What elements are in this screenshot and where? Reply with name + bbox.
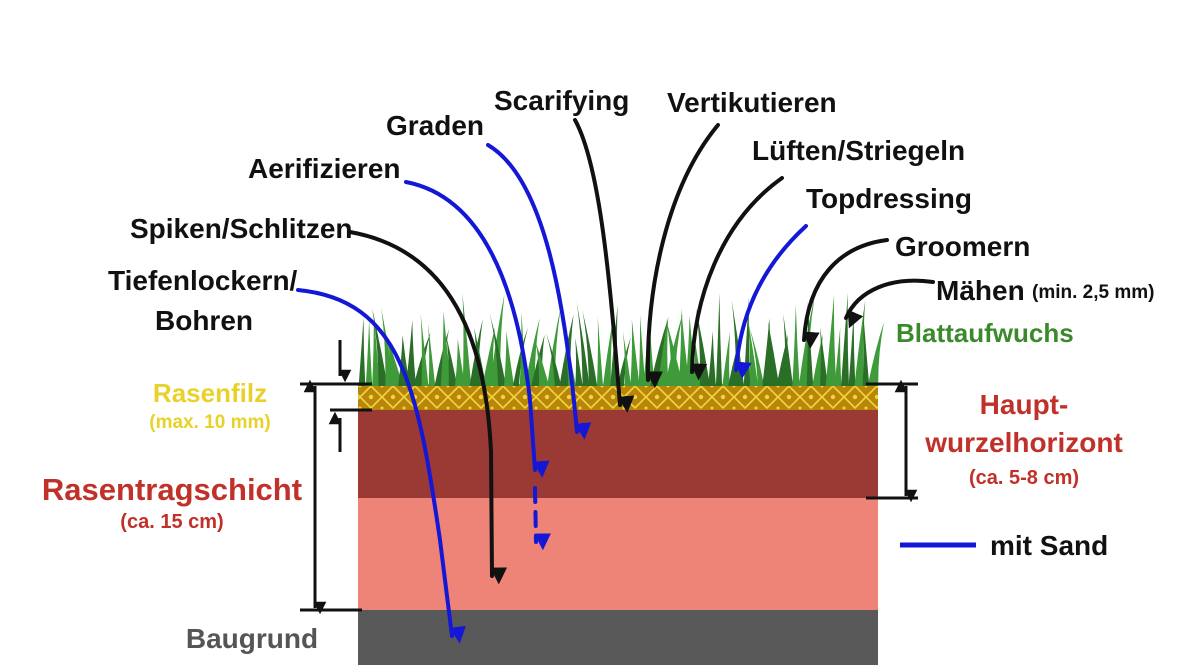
aerifizieren-arrow [404, 180, 550, 478]
grass-blade [776, 334, 788, 386]
sand-legend-label: mit Sand [990, 530, 1108, 561]
grass-blade [748, 324, 765, 386]
tiefenlockern-arrow [296, 288, 466, 644]
graden-label: Graden [386, 110, 484, 141]
rasenfilz-note: (max. 10 mm) [149, 412, 270, 433]
grass-blade [545, 332, 562, 386]
scarifying-label: Scarifying [494, 85, 629, 116]
grass-blade [535, 339, 550, 386]
lueften-arrow [690, 176, 784, 381]
grass-blade [365, 318, 373, 386]
grass-blade [812, 334, 823, 386]
spiken-arrow [348, 230, 508, 585]
bohren-label: Bohren [155, 305, 253, 336]
rasentragschicht-note: (ca. 15 cm) [120, 511, 223, 533]
main-root-horizon-layer [358, 410, 878, 498]
grass-blade [596, 317, 604, 386]
grass-blade [762, 318, 774, 386]
grass-blade [767, 320, 780, 386]
grass-blade [428, 323, 436, 386]
grass-blade [630, 319, 640, 386]
grass-blade [489, 294, 505, 386]
vertikutieren-arrow [645, 123, 720, 389]
scarifying-arrow [573, 118, 635, 413]
grass-blade [708, 330, 716, 386]
grass-blade [576, 301, 590, 386]
grass-blade [512, 327, 528, 386]
grass-blade [722, 331, 731, 386]
grass-blades [358, 292, 884, 386]
maehen-arrow [844, 278, 935, 329]
haupt-note: (ca. 5-8 cm) [969, 467, 1079, 489]
topdressing-label: Topdressing [806, 183, 972, 214]
grass-blade [665, 318, 683, 386]
grass-blade [602, 318, 614, 386]
grass-blade [825, 294, 837, 386]
grass-blade [820, 327, 828, 386]
grass-blade [867, 322, 884, 386]
rasenfilz-label: Rasenfilz [153, 378, 267, 408]
grass-blade [503, 330, 515, 386]
grass-blade [582, 309, 598, 386]
maehen-note: (min. 2,5 mm) [1032, 282, 1154, 303]
aerifizieren-extension [533, 486, 551, 551]
grass-blade [678, 308, 690, 386]
grass-blade [715, 293, 723, 386]
topdressing-arrow [734, 224, 808, 379]
rasentragschicht-label: Rasentragschicht [42, 472, 302, 507]
grass-blade [547, 307, 561, 386]
grass-blade [372, 311, 380, 386]
grass-blade [474, 327, 487, 386]
grass-blade [440, 310, 452, 386]
grass-blade [792, 304, 800, 386]
blattaufwuchs-label: Blattaufwuchs [896, 318, 1074, 348]
grass-blade [657, 316, 669, 386]
haupt-label-line2: wurzelhorizont [924, 427, 1123, 458]
tiefenlockern-label: Tiefenlockern/ [108, 265, 298, 296]
aerifizieren-label: Aerifizieren [248, 153, 401, 184]
grass-blade [834, 327, 842, 386]
grass-blade [358, 316, 366, 386]
grass-blade [525, 318, 540, 386]
grass-blade [398, 334, 410, 386]
baugrund-label: Baugrund [186, 623, 318, 654]
subsoil-layer [358, 610, 878, 665]
grass-blade [489, 313, 506, 386]
grass-blade [454, 338, 466, 386]
graden-arrow [486, 143, 592, 440]
vertikutieren-label: Vertikutieren [667, 87, 837, 118]
grass-blade [862, 310, 870, 386]
grass-blade [617, 337, 631, 386]
grass-blade [848, 313, 856, 386]
grass-blade [405, 320, 417, 386]
lueften-label: Lüften/Striegeln [752, 135, 965, 166]
groomern-arrow [802, 238, 889, 349]
grass-blade [622, 331, 632, 386]
maehen-label: Mähen [936, 275, 1025, 306]
grass-blade [840, 292, 850, 386]
groomern-label: Groomern [895, 231, 1030, 262]
grass-blade [420, 313, 429, 386]
grass-blade [575, 337, 583, 386]
grass-blade [783, 314, 794, 386]
grass-blade [445, 334, 458, 386]
spiken-label: Spiken/Schlitzen [130, 213, 353, 244]
haupt-label-line1: Haupt- [980, 389, 1069, 420]
grass-blade [650, 318, 669, 386]
grass-blade [462, 293, 472, 386]
grass-blade [638, 314, 646, 386]
